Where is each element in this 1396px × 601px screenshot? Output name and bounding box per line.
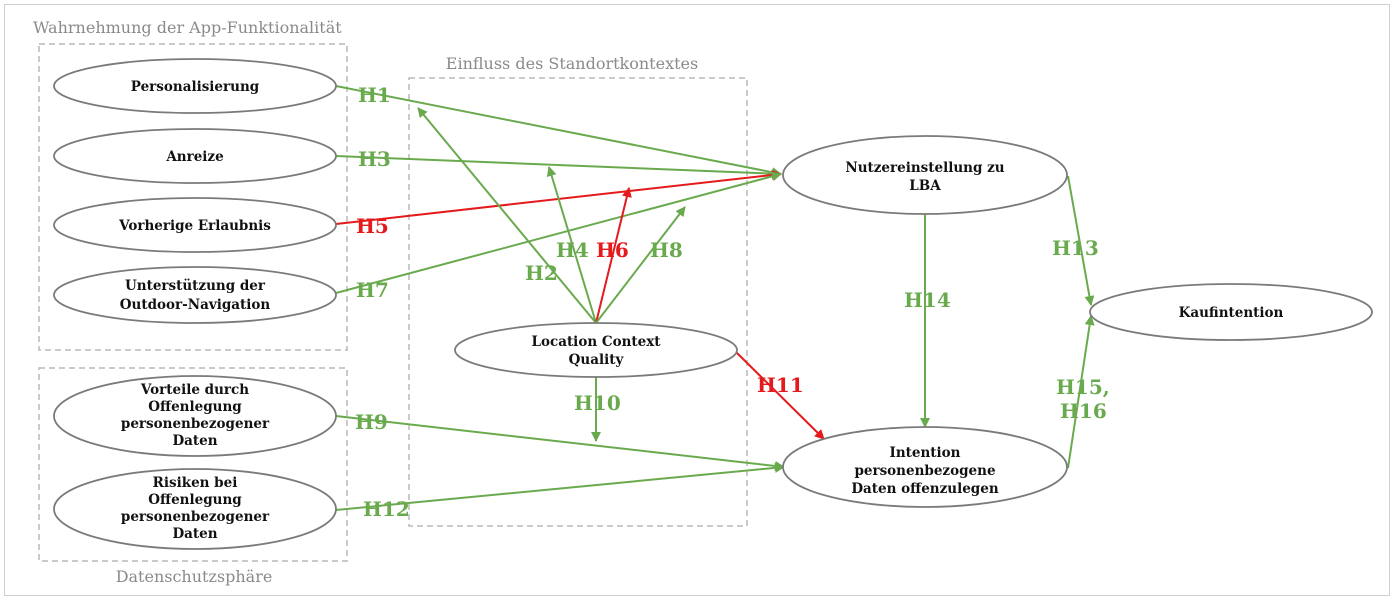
label-h10: H10: [574, 391, 621, 415]
node-nutzereinstellung: Nutzereinstellung zu LBA: [782, 135, 1068, 215]
node-risiken: Risiken bei Offenlegung personenbezogene…: [53, 468, 337, 550]
node-label: Personalisierung: [131, 79, 260, 95]
label-h4: H4: [556, 238, 589, 262]
node-label-line-1: Intention: [890, 445, 961, 461]
group-box-standortkontext: [408, 77, 748, 527]
node-label-line-1: Vorteile durch: [140, 382, 249, 398]
hypothesis-labels: H1 H3 H5 H7 H2 H4 H6 H8 H10 H11 H9 H12 H…: [355, 83, 1110, 521]
node-kaufintention: Kaufintention: [1089, 283, 1373, 341]
group-title-datenschutz: Datenschutzsphäre: [116, 567, 273, 586]
node-vorherige-erlaubnis: Vorherige Erlaubnis: [53, 197, 337, 253]
node-vorteile: Vorteile durch Offenlegung personenbezog…: [53, 375, 337, 457]
label-h16: H16: [1060, 399, 1107, 423]
label-h15: H15,: [1056, 375, 1110, 399]
group-box-app-funktionalitaet: [38, 43, 348, 351]
arrow-h1: [335, 85, 782, 178]
arrow-h9: [335, 415, 785, 471]
node-label-line-4: Daten: [172, 433, 217, 449]
label-h13: H13: [1052, 236, 1099, 260]
node-label-line-3: personenbezogener: [121, 509, 270, 525]
arrow-h7: [335, 171, 782, 294]
node-label: Vorherige Erlaubnis: [118, 218, 271, 234]
node-label-line-1: Risiken bei: [153, 475, 238, 491]
label-h5: H5: [356, 214, 389, 238]
label-h2: H2: [525, 261, 558, 285]
arrow-h12: [335, 462, 785, 511]
node-label-line-2: personenbezogene: [854, 463, 995, 479]
group-title-app: Wahrnehmung der App-Funktionalität: [33, 18, 342, 37]
arrow-h2: [417, 107, 597, 324]
node-label-line-1: Location Context: [531, 334, 661, 350]
arrow-h4: [546, 166, 597, 324]
label-h1: H1: [358, 83, 391, 107]
node-label-line-2: Quality: [569, 352, 625, 368]
label-h6: H6: [596, 238, 629, 262]
node-label-line-2: LBA: [909, 178, 941, 194]
node-personalisierung: Personalisierung: [53, 58, 337, 114]
arrow-h15-h16: [1067, 315, 1095, 469]
node-anreize: Anreize: [53, 128, 337, 184]
label-h11: H11: [757, 373, 804, 397]
node-intention-offenlegen: Intention personenbezogene Daten offenzu…: [782, 426, 1068, 508]
node-label-line-3: Daten offenzulegen: [851, 481, 999, 497]
node-outdoor-navigation: Unterstützung der Outdoor-Navigation: [53, 266, 337, 324]
arrow-h13: [1067, 175, 1095, 306]
group-box-datenschutz: [38, 367, 348, 562]
label-h14: H14: [904, 288, 951, 312]
node-label-line-4: Daten: [172, 526, 217, 542]
node-location-context-quality: Location Context Quality: [454, 322, 738, 378]
node-label-line-2: Offenlegung: [148, 492, 242, 508]
arrows: [335, 85, 1095, 511]
node-label: Anreize: [165, 149, 223, 165]
label-h9: H9: [355, 410, 388, 434]
node-label-line-1: Unterstützung der: [125, 278, 266, 294]
arrow-h11: [735, 351, 825, 440]
node-label-line-3: personenbezogener: [121, 416, 270, 432]
node-label-line-2: Offenlegung: [148, 399, 242, 415]
label-h7: H7: [356, 278, 389, 302]
node-label-line-2: Outdoor-Navigation: [120, 297, 271, 313]
arrow-h3: [335, 155, 782, 179]
arrow-h6: [595, 187, 632, 324]
arrow-h8: [595, 206, 686, 324]
node-label: Kaufintention: [1179, 305, 1284, 321]
group-title-standort: Einfluss des Standortkontextes: [446, 54, 698, 73]
label-h12: H12: [363, 497, 410, 521]
node-label-line-1: Nutzereinstellung zu: [845, 160, 1004, 176]
label-h8: H8: [650, 238, 683, 262]
label-h3: H3: [358, 147, 391, 171]
